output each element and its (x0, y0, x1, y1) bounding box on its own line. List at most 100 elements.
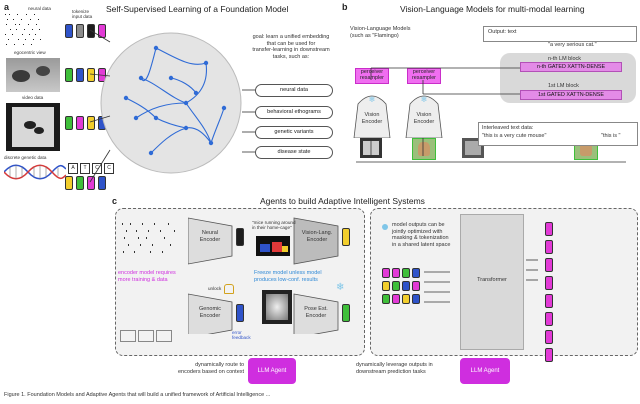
route-right-text: dynamically leverage outputs in downstre… (356, 362, 433, 375)
token-chip (87, 116, 95, 130)
task-behavior: behavioral ethograms (255, 106, 333, 119)
egocentric-image (6, 58, 60, 92)
grid-chip (412, 268, 420, 278)
interleaved-text-2: "this is " (601, 133, 621, 139)
token-chip (76, 24, 84, 38)
output-text: "a very serious cat." (548, 42, 597, 48)
grid-chip (402, 294, 410, 304)
snowflake-dot-icon (382, 224, 388, 230)
vision-encoder-1: Vision Encoder (361, 112, 383, 125)
grid-chip (382, 281, 390, 291)
svg-text:❄: ❄ (369, 95, 376, 104)
panel-a-title: Self-Supervised Learning of a Foundation… (106, 4, 289, 14)
home-cage-image (256, 236, 290, 256)
task-genetic: genetic variants (255, 126, 333, 139)
dna-letter: C (92, 163, 102, 174)
transformer-block: Transformer (460, 214, 524, 350)
output-chip (545, 348, 553, 362)
output-chip (545, 312, 553, 326)
tube-2 (138, 330, 154, 342)
token-chip (76, 116, 84, 130)
encoder-note: encoder model requires more training & d… (118, 270, 176, 283)
panel-b-arrows (356, 67, 626, 163)
freeze-note: Freeze model unless model produces low-c… (254, 270, 322, 283)
task-disease: disease state (255, 146, 333, 159)
genomic-encoder: Genomic Encoder (198, 306, 221, 319)
output-box: Output: text (483, 26, 637, 42)
goal-text: goal: learn a unified embedding that can… (252, 34, 330, 60)
dna-letter: T (80, 163, 90, 174)
token-chip (87, 176, 95, 190)
genomic-output-chip (236, 304, 244, 322)
token-row-video (65, 116, 106, 130)
network-graph (100, 32, 256, 174)
perceiver-resampler-1: perceiver resampler (355, 68, 389, 84)
chip-grid (382, 268, 420, 304)
panel-a-label: a (4, 2, 10, 12)
snowflake-icon: ❄ (336, 282, 345, 293)
pose-image (262, 290, 292, 324)
tube-3 (156, 330, 172, 342)
transformer-label: Transformer (477, 277, 507, 283)
output-chips (545, 222, 553, 362)
encoder-shapes (188, 217, 339, 334)
grid-chip (412, 281, 420, 291)
token-chip (98, 176, 106, 190)
cat-photo (412, 138, 436, 160)
route-left-text: dynamically route to encoders based on c… (178, 362, 245, 375)
dna-helix (4, 164, 66, 180)
raster-c (122, 223, 175, 253)
vlm-label: Vision-Language Models (such as "Flaming… (350, 26, 411, 39)
neural-encoder: Neural Encoder (199, 230, 221, 243)
neural-raster (5, 14, 41, 45)
neural-data-label: neural data (28, 6, 51, 11)
interleaved-text-1: "this is a very cute mouse" (482, 133, 547, 139)
video-image (6, 103, 60, 151)
panel-b-title: Vision-Language Models for multi-modal l… (400, 4, 585, 14)
interleaved-box: Interleaved text data: "this is a very c… (478, 122, 638, 146)
nth-block-label: n-th LM block (548, 56, 582, 62)
video-label: video data (22, 95, 44, 100)
lock-icon (224, 284, 234, 294)
output-chip (545, 222, 553, 236)
token-chip (87, 68, 95, 82)
grid-chip (412, 294, 420, 304)
perceiver-resampler-2: perceiver resampler (407, 68, 441, 84)
grid-chip (392, 281, 400, 291)
nth-gated-block: n-th GATED XATTN-DENSE (520, 62, 622, 72)
output-chip (545, 258, 553, 272)
transformer-out-arrows (526, 259, 538, 281)
output-chip (545, 240, 553, 254)
output-chip (545, 330, 553, 344)
output-chip (545, 294, 553, 308)
first-gated-block: 1st GATED XATTN-DENSE (520, 90, 622, 100)
token-chip (65, 68, 73, 82)
token-chip (76, 176, 84, 190)
grid-chip (402, 268, 410, 278)
grid-chip (382, 294, 390, 304)
token-chip (65, 176, 73, 190)
tube-1 (120, 330, 136, 342)
vision-encoder-2: Vision Encoder (413, 112, 435, 125)
error-feedback: error feedback (232, 330, 251, 341)
first-block-label: 1st LM block (548, 83, 579, 89)
panel-c-label: c (112, 196, 118, 206)
panel-b-label: b (342, 2, 348, 12)
token-chip (76, 68, 84, 82)
llm-agent-left: LLM Agent (248, 358, 296, 384)
interleaved-label: Interleaved text data: (482, 125, 534, 131)
grid-chip (392, 268, 400, 278)
unlock-label: unlock (208, 286, 222, 291)
mice-caption: "mice running around in their home-cage" (252, 220, 296, 231)
grid-chip (382, 268, 390, 278)
llm-agent-right: LLM Agent (460, 358, 510, 384)
token-chip (65, 24, 73, 38)
grid-chip (392, 294, 400, 304)
dna-letter: A (68, 163, 78, 174)
output-label: Output: text (488, 29, 517, 35)
outputs-note: model outputs can be jointly optimized w… (392, 222, 451, 248)
token-chip (65, 116, 73, 130)
dna-letter-boxes: A T C C (68, 163, 114, 174)
vision-lang-encoder: Vision-Lang. Encoder (301, 230, 333, 243)
genetic-label: discrete genetic data (4, 155, 47, 160)
